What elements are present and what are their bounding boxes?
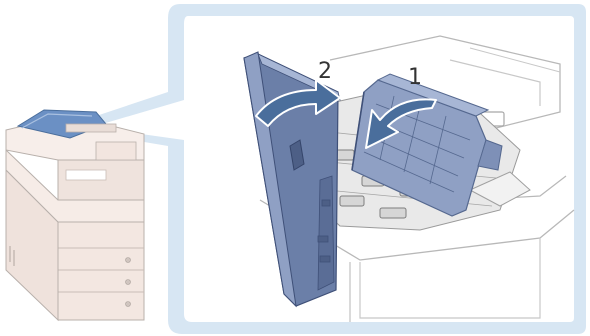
printer-icon bbox=[6, 110, 144, 320]
step-number-2: 2 bbox=[318, 59, 332, 84]
step-number-1: 1 bbox=[408, 65, 422, 90]
